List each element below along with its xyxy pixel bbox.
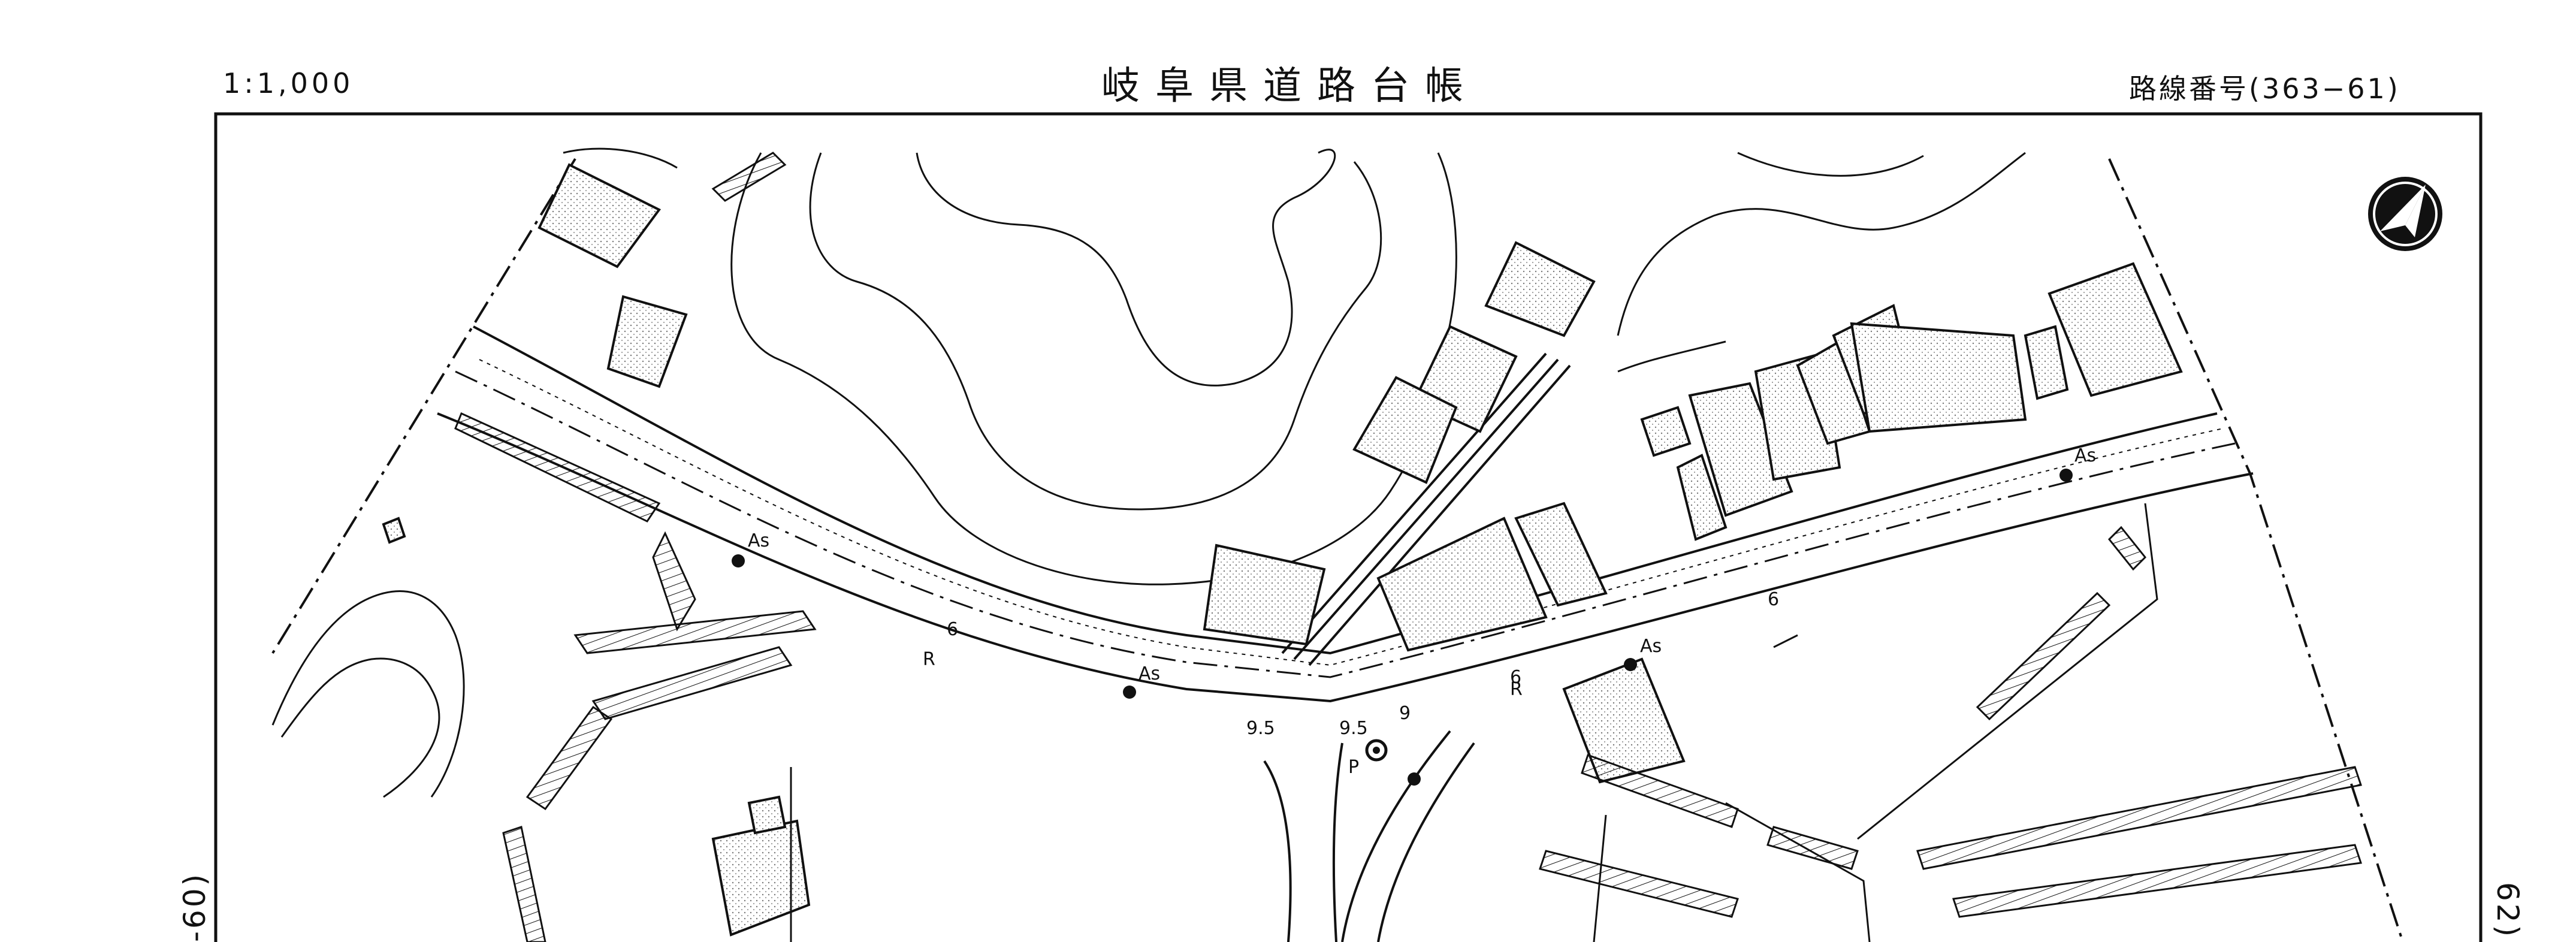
width-label-95-2: 9.5 (1339, 718, 1368, 739)
control-point-center (1373, 747, 1380, 754)
road-label-r-1: R (923, 649, 935, 670)
contour-lines (271, 147, 2026, 798)
rail-strip (1281, 352, 1571, 666)
surface-label-as-3: As (1640, 636, 1662, 657)
width-label-9: 9 (1399, 703, 1411, 724)
road-label-p: P (1348, 757, 1359, 778)
side-road (1263, 730, 1475, 942)
surface-label-as-4: As (2074, 445, 2096, 466)
width-label-6-1: 6 (947, 619, 958, 640)
survey-points (732, 469, 2073, 786)
buildings (382, 163, 2183, 937)
map-frame (214, 112, 2483, 942)
width-label-95-1: 9.5 (1246, 718, 1275, 739)
main-road (437, 325, 2254, 703)
parcel-lines (790, 340, 2158, 942)
north-arrow-icon (2368, 177, 2442, 251)
map-title: 岐阜県道路台帳 (1101, 64, 1479, 108)
width-label-6-2: 6 (1510, 667, 1521, 688)
surface-label-as-2: As (1138, 663, 1160, 684)
slope-hatching (454, 152, 2362, 942)
surface-label-as-1: As (748, 530, 769, 551)
width-label-6-3: 6 (1768, 589, 1779, 610)
route-number: 路線番号(363−61) (2129, 73, 2400, 105)
road-label-r-2: R (1510, 679, 1523, 700)
map-scale: 1:1,000 (223, 67, 354, 99)
control-point-marker (1365, 739, 1388, 762)
